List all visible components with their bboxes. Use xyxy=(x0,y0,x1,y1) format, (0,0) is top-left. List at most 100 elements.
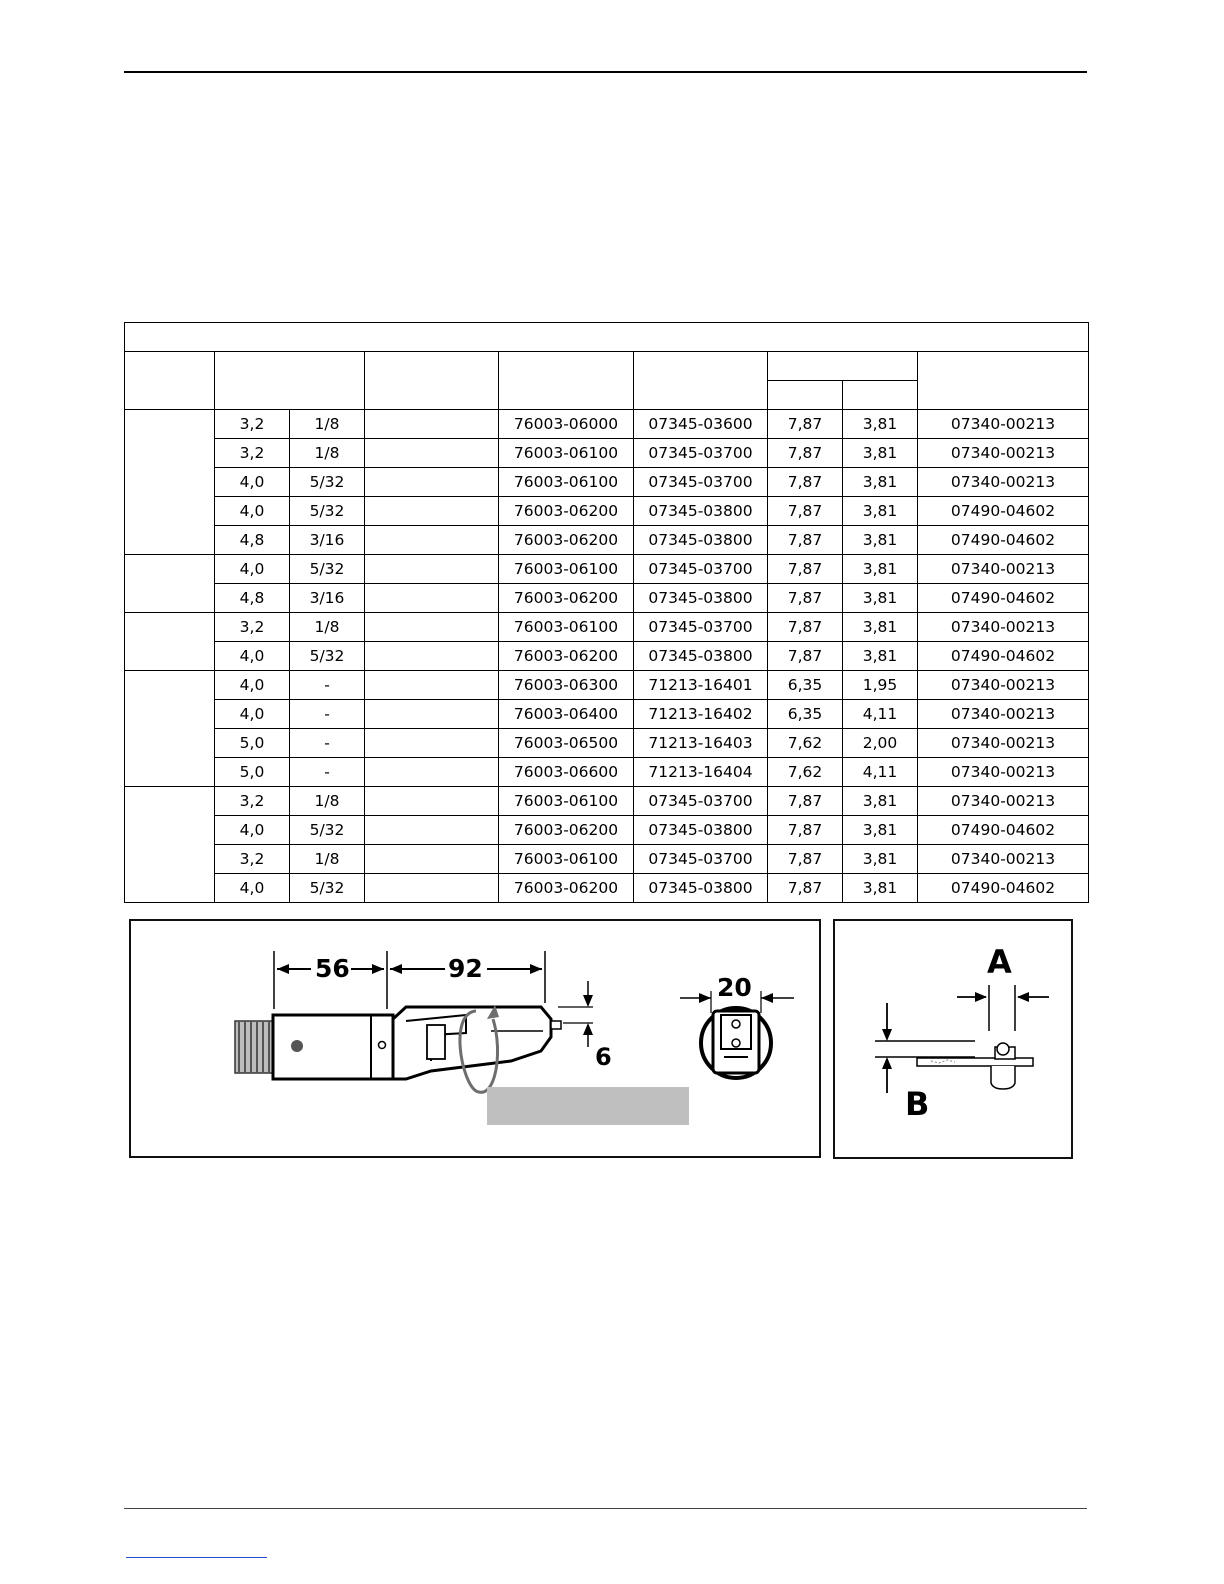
tip-part-cell: 07490-04602 xyxy=(916,525,1090,555)
dim-a-cell: 7,87 xyxy=(767,554,843,584)
nozzle-part-cell: 07345-03800 xyxy=(633,583,768,613)
detail-panel: A B xyxy=(833,919,1073,1159)
nozzle-part-cell: 07345-03800 xyxy=(633,873,768,903)
blank-cell xyxy=(364,409,499,439)
dim-b-cell: 1,95 xyxy=(842,670,918,700)
tip-part-cell: 07490-04602 xyxy=(916,583,1090,613)
dim-b-cell: 4,11 xyxy=(842,699,918,729)
blank-cell xyxy=(364,583,499,613)
size-inch-cell: 5/32 xyxy=(289,496,365,526)
table-header-row xyxy=(124,351,1090,410)
blank-cell xyxy=(364,728,499,758)
thread-section xyxy=(234,1020,276,1074)
dim-a-cell: 7,87 xyxy=(767,873,843,903)
size-mm-cell: 3,2 xyxy=(214,786,290,816)
tip-part-cell: 07340-00213 xyxy=(916,699,1090,729)
size-inch-cell: 1/8 xyxy=(289,786,365,816)
size-mm-cell: 3,2 xyxy=(214,409,290,439)
dim-b-cell: 3,81 xyxy=(842,438,918,468)
nozzle-diagram-panel: 56 92 6 xyxy=(129,919,821,1158)
blank-cell xyxy=(364,757,499,787)
nozzle-part-cell: 07345-03800 xyxy=(633,641,768,671)
dim-b-cell: 4,11 xyxy=(842,757,918,787)
dim-b-cell: 3,81 xyxy=(842,583,918,613)
tip-part-cell: 07340-00213 xyxy=(916,844,1090,874)
part-number-cell: 76003-06100 xyxy=(498,844,634,874)
size-inch-cell: 5/32 xyxy=(289,641,365,671)
dim-56-label: 56 xyxy=(315,954,350,983)
blank-cell xyxy=(364,815,499,845)
part-number-cell: 76003-06600 xyxy=(498,757,634,787)
dim-a-cell: 7,87 xyxy=(767,612,843,642)
blank-cell xyxy=(364,467,499,497)
size-inch-cell: 5/32 xyxy=(289,873,365,903)
nozzle-part-cell: 07345-03800 xyxy=(633,815,768,845)
group-cell xyxy=(124,554,215,613)
dim-a-cell: 7,87 xyxy=(767,467,843,497)
blank-cell xyxy=(364,786,499,816)
dim-92-label: 92 xyxy=(448,954,483,983)
tip-part-cell: 07340-00213 xyxy=(916,409,1090,439)
nozzle-body xyxy=(271,1013,395,1081)
part-number-cell: 76003-06200 xyxy=(498,525,634,555)
size-inch-cell: 1/8 xyxy=(289,409,365,439)
tip-part-cell: 07340-00213 xyxy=(916,670,1090,700)
size-mm-cell: 5,0 xyxy=(214,757,290,787)
blank-cell xyxy=(364,438,499,468)
dim-a-cell: 7,87 xyxy=(767,496,843,526)
size-inch-cell: - xyxy=(289,699,365,729)
dim-a-cell: 7,62 xyxy=(767,757,843,787)
dim-b-cell: 3,81 xyxy=(842,467,918,497)
part-number-cell: 76003-06200 xyxy=(498,583,634,613)
nozzle-part-cell: 71213-16403 xyxy=(633,728,768,758)
nozzle-part-cell: 07345-03700 xyxy=(633,554,768,584)
dim-a-cell: 7,87 xyxy=(767,438,843,468)
blank-cell xyxy=(364,496,499,526)
size-inch-cell: 5/32 xyxy=(289,554,365,584)
blank-cell xyxy=(364,641,499,671)
part-number-cell: 76003-06200 xyxy=(498,873,634,903)
tip-part-cell: 07340-00213 xyxy=(916,786,1090,816)
size-mm-cell: 4,0 xyxy=(214,641,290,671)
dim-b-cell: 3,81 xyxy=(842,873,918,903)
header-rule xyxy=(124,71,1087,73)
size-inch-cell: 3/16 xyxy=(289,525,365,555)
nozzle-part-cell: 07345-03800 xyxy=(633,496,768,526)
size-inch-cell: 3/16 xyxy=(289,583,365,613)
dim-b-cell: 3,81 xyxy=(842,409,918,439)
size-mm-cell: 4,0 xyxy=(214,670,290,700)
nozzle-tip xyxy=(391,1005,553,1081)
size-inch-cell: 1/8 xyxy=(289,844,365,874)
part-number-cell: 76003-06100 xyxy=(498,438,634,468)
size-inch-cell: - xyxy=(289,728,365,758)
dim-a-cell: 7,87 xyxy=(767,815,843,845)
part-number-cell: 76003-06400 xyxy=(498,699,634,729)
dim-a-cell: 7,87 xyxy=(767,786,843,816)
tip-part-cell: 07340-00213 xyxy=(916,757,1090,787)
nozzle-end-view xyxy=(699,1006,773,1080)
blank-cell xyxy=(364,699,499,729)
part-number-cell: 76003-06000 xyxy=(498,409,634,439)
footer-rule xyxy=(124,1508,1087,1509)
size-mm-cell: 4,8 xyxy=(214,525,290,555)
tip-detail-part xyxy=(916,1042,1034,1090)
part-number-cell: 76003-06200 xyxy=(498,815,634,845)
size-mm-cell: 5,0 xyxy=(214,728,290,758)
group-cell xyxy=(124,670,215,787)
dim-a-cell: 7,87 xyxy=(767,583,843,613)
dim-b-cell: 3,81 xyxy=(842,554,918,584)
dim-b-cell: 2,00 xyxy=(842,728,918,758)
dim-b-cell: 3,81 xyxy=(842,612,918,642)
